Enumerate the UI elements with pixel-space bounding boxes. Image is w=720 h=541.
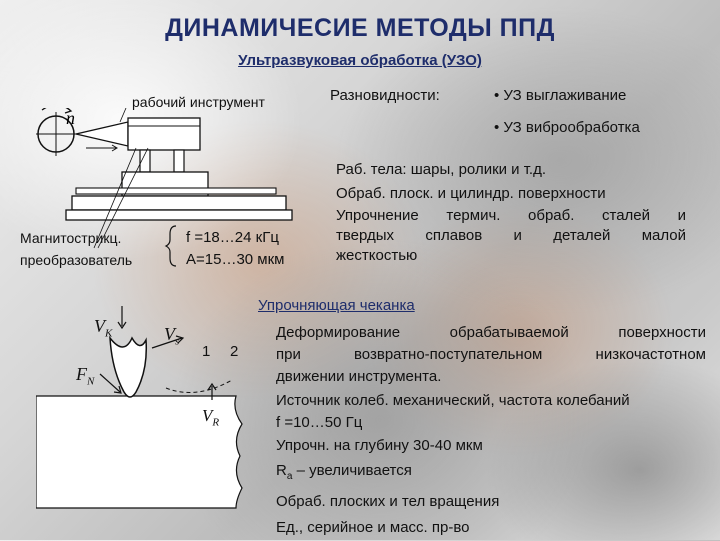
variety-item-smoothing: • УЗ выглаживание <box>494 87 627 104</box>
source-line: Источник колеб. механический, частота ко… <box>276 392 630 409</box>
chekanka-diagram <box>36 306 243 509</box>
uzo-machine-diagram: n <box>36 108 293 267</box>
page-title: ДИНАМИЧЕСИЕ МЕТОДЫ ППД <box>165 14 555 42</box>
depth-line: Упрочн. на глубину 30-40 мкм <box>276 437 483 454</box>
transducer-label-line2: преобразователь <box>20 252 133 268</box>
label-one: 1 <box>202 343 211 360</box>
varieties-label: Разновидности: <box>330 87 440 104</box>
section-subtitle: Ультразвуковая обработка (УЗО) <box>238 52 482 69</box>
source-freq-line: f =10…50 Гц <box>276 414 363 431</box>
frequency-value: f =18…24 кГц <box>186 229 279 246</box>
vr-label: VR <box>202 406 220 429</box>
label-two: 2 <box>230 343 239 360</box>
vs-label: Vs <box>164 324 180 348</box>
surfaces-line: Обраб. плоских и тел вращения <box>276 493 500 510</box>
desc-line: Деформирование обрабатываемой поверхност… <box>276 324 706 341</box>
chekanka-heading: Упрочняющая чеканка <box>258 297 415 314</box>
production-line: Ед., серийное и масс. пр-во <box>276 519 470 536</box>
chekanka-details: Деформирование обрабатываемой поверхност… <box>276 322 706 541</box>
detail-line: Обраб. плоск. и цилиндр. поверхности <box>336 185 606 202</box>
ra-line: Ra – увеличивается <box>276 462 412 482</box>
variety-item-vibro: • УЗ виброобработка <box>494 119 640 136</box>
fn-label: FN <box>76 364 95 388</box>
vk-label: VK <box>94 316 113 340</box>
rotation-symbol: n <box>66 108 75 128</box>
desc-line: при возвратно-поступательном низкочастот… <box>276 346 706 363</box>
tool-label: рабочий инструмент <box>132 94 265 110</box>
detail-line: Раб. тела: шары, ролики и т.д. <box>336 161 547 178</box>
amplitude-value: A=15…30 мкм <box>186 251 285 268</box>
desc-line: движении инструмента. <box>276 368 442 385</box>
uzo-details: Раб. тела: шары, ролики и т.д. Обраб. пл… <box>336 158 686 266</box>
detail-line: жесткостью <box>336 247 418 264</box>
detail-line: твердых сплавов и деталей малой <box>336 227 686 244</box>
detail-line: Упрочнение термич. обраб. сталей и <box>336 207 686 224</box>
transducer-label-line1: Магнитострикц. <box>20 230 122 246</box>
